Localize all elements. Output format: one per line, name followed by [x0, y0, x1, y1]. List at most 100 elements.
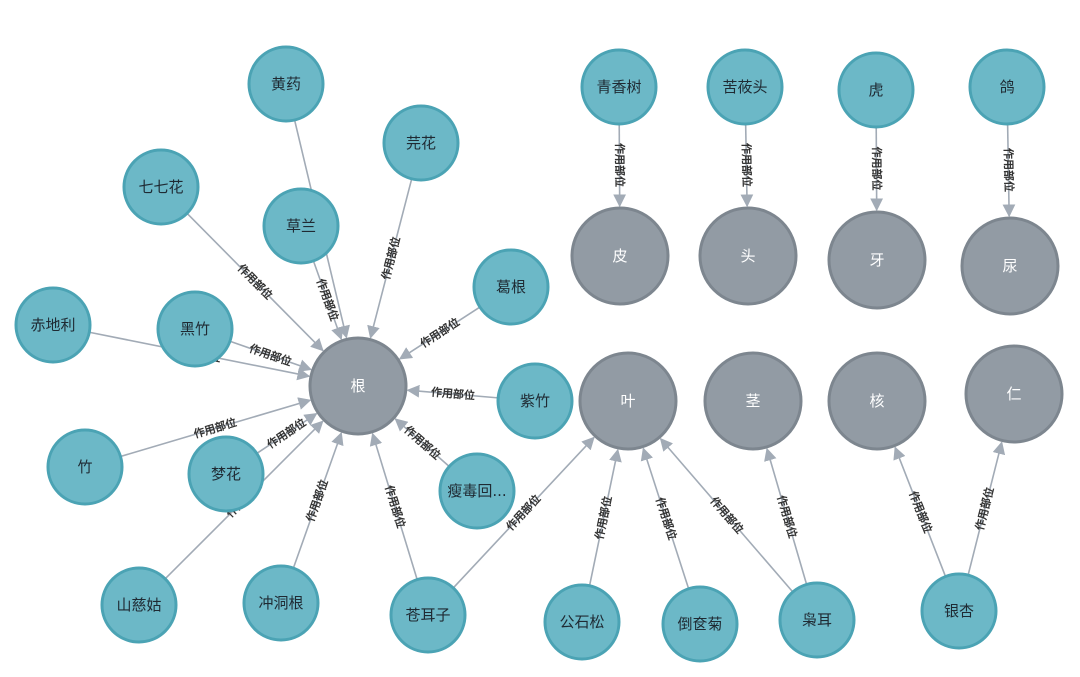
plant-node-xiaoer[interactable]: 枭耳 — [778, 581, 856, 659]
node-circle[interactable] — [960, 216, 1060, 316]
node-circle[interactable] — [46, 428, 124, 506]
part-node-ye[interactable]: 叶 — [578, 351, 678, 451]
part-node-tou[interactable]: 头 — [698, 206, 798, 306]
node-circle[interactable] — [570, 206, 670, 306]
node-circle[interactable] — [837, 51, 915, 129]
node-label: 芫花 — [406, 134, 436, 152]
plant-node-yuanhua[interactable]: 芫花 — [382, 104, 460, 182]
plant-node-chidili[interactable]: 赤地利 — [14, 286, 92, 364]
edge-heizhu-gen: 作用部位 — [229, 340, 313, 372]
node-circle[interactable] — [438, 452, 516, 530]
plant-node-daolianju[interactable]: 倒奁菊 — [661, 585, 739, 663]
node-circle[interactable] — [156, 290, 234, 368]
node-circle[interactable] — [578, 351, 678, 451]
plant-node-ge[interactable]: 鸽 — [968, 48, 1046, 126]
node-circle[interactable] — [661, 585, 739, 663]
edge-label: 作用部位 — [303, 477, 331, 523]
node-circle[interactable] — [580, 48, 658, 126]
node-label: 黑竹 — [180, 320, 210, 338]
edge-label: 作用部位 — [870, 146, 884, 190]
plant-node-zhu[interactable]: 竹 — [46, 428, 124, 506]
edge-ge-niao: 作用部位 — [1002, 123, 1017, 218]
node-circle[interactable] — [827, 210, 927, 310]
plant-node-zizhu[interactable]: 紫竹 — [496, 362, 574, 440]
edge-xiaoer-ye: 作用部位 — [659, 437, 794, 593]
node-circle[interactable] — [778, 581, 856, 659]
part-node-pi[interactable]: 皮 — [570, 206, 670, 306]
part-node-he[interactable]: 核 — [827, 351, 927, 451]
plant-node-qiqihua[interactable]: 七七花 — [122, 148, 200, 226]
node-label: 七七花 — [138, 178, 183, 196]
node-label: 黄药 — [271, 75, 301, 93]
node-circle[interactable] — [14, 286, 92, 364]
part-node-ya[interactable]: 牙 — [827, 210, 927, 310]
edge-chongdonggen-gen: 作用部位 — [292, 431, 344, 569]
node-circle[interactable] — [100, 566, 178, 644]
node-circle[interactable] — [247, 45, 325, 123]
edge-label: 作用部位 — [431, 385, 476, 403]
edge-label: 作用部位 — [906, 489, 935, 535]
plant-node-yinxing[interactable]: 银杏 — [920, 572, 998, 650]
node-label: 根 — [350, 377, 365, 395]
edge-daolianju-ye: 作用部位 — [640, 447, 690, 590]
edge-line — [967, 441, 1006, 576]
part-node-niao[interactable]: 尿 — [960, 216, 1060, 316]
edge-line — [229, 340, 313, 372]
node-label: 枭耳 — [802, 611, 832, 629]
plant-node-hu[interactable]: 虎 — [837, 51, 915, 129]
node-circle[interactable] — [382, 104, 460, 182]
node-circle[interactable] — [496, 362, 574, 440]
plant-node-chongdonggen[interactable]: 冲洞根 — [242, 564, 320, 642]
part-node-jing[interactable]: 茎 — [703, 351, 803, 451]
edge-label: 作用部位 — [707, 494, 746, 536]
node-circle[interactable] — [187, 435, 265, 513]
plant-node-kuzhitou[interactable]: 苦莜头 — [706, 48, 784, 126]
plant-node-gegen[interactable]: 葛根 — [472, 248, 550, 326]
node-label: 葛根 — [496, 278, 526, 296]
edge-line — [640, 447, 690, 590]
plant-node-gongshisong[interactable]: 公石松 — [543, 583, 621, 661]
edge-label: 作用部位 — [1002, 148, 1017, 192]
plant-node-qingxiangshu[interactable]: 青香树 — [580, 48, 658, 126]
part-node-ren[interactable]: 仁 — [964, 344, 1064, 444]
node-circle[interactable] — [389, 576, 467, 654]
node-circle[interactable] — [703, 351, 803, 451]
plant-node-menghua[interactable]: 梦花 — [187, 435, 265, 513]
plant-node-cangerzi[interactable]: 苍耳子 — [389, 576, 467, 654]
edge-label: 作用部位 — [264, 415, 308, 451]
edge-zizhu-gen: 作用部位 — [406, 385, 499, 403]
node-circle[interactable] — [964, 344, 1064, 444]
plant-node-caolan[interactable]: 草兰 — [262, 187, 340, 265]
node-circle[interactable] — [543, 583, 621, 661]
node-label: 仁 — [1006, 385, 1021, 403]
node-circle[interactable] — [706, 48, 784, 126]
node-circle[interactable] — [827, 351, 927, 451]
edge-label: 作用部位 — [382, 483, 408, 529]
edge-kuzhitou-tou: 作用部位 — [739, 123, 754, 208]
edge-line — [764, 447, 808, 585]
nodes-layer: 根 叶皮头牙尿茎核 仁 黄药芫花七七花草兰葛根 赤地利 黑竹紫竹竹梦花 瘦毒回... 山慈姑冲… — [14, 45, 1064, 663]
part-node-gen[interactable]: 根 — [308, 336, 408, 436]
node-circle[interactable] — [968, 48, 1046, 126]
edge-label: 作用部位 — [613, 143, 627, 187]
node-circle[interactable] — [698, 206, 798, 306]
edge-line — [398, 306, 481, 360]
node-label: 草兰 — [286, 217, 316, 235]
edge-line — [186, 212, 324, 352]
plant-node-huangyao[interactable]: 黄药 — [247, 45, 325, 123]
node-circle[interactable] — [262, 187, 340, 265]
node-circle[interactable] — [308, 336, 408, 436]
node-circle[interactable] — [920, 572, 998, 650]
node-circle[interactable] — [472, 248, 550, 326]
edge-menghua-gen: 作用部位 — [256, 413, 318, 455]
edge-line — [452, 436, 595, 589]
node-circle[interactable] — [242, 564, 320, 642]
node-label: 公石松 — [559, 613, 604, 631]
node-circle[interactable] — [122, 148, 200, 226]
plant-node-shancigu[interactable]: 山慈姑 — [100, 566, 178, 644]
edge-xiaoer-jing: 作用部位 — [764, 447, 808, 585]
edge-label: 作用部位 — [972, 486, 996, 532]
plant-node-heizhu[interactable]: 黑竹 — [156, 290, 234, 368]
edge-gongshisong-ye: 作用部位 — [588, 448, 622, 586]
plant-node-shoudu[interactable]: 瘦毒回... — [438, 452, 516, 530]
